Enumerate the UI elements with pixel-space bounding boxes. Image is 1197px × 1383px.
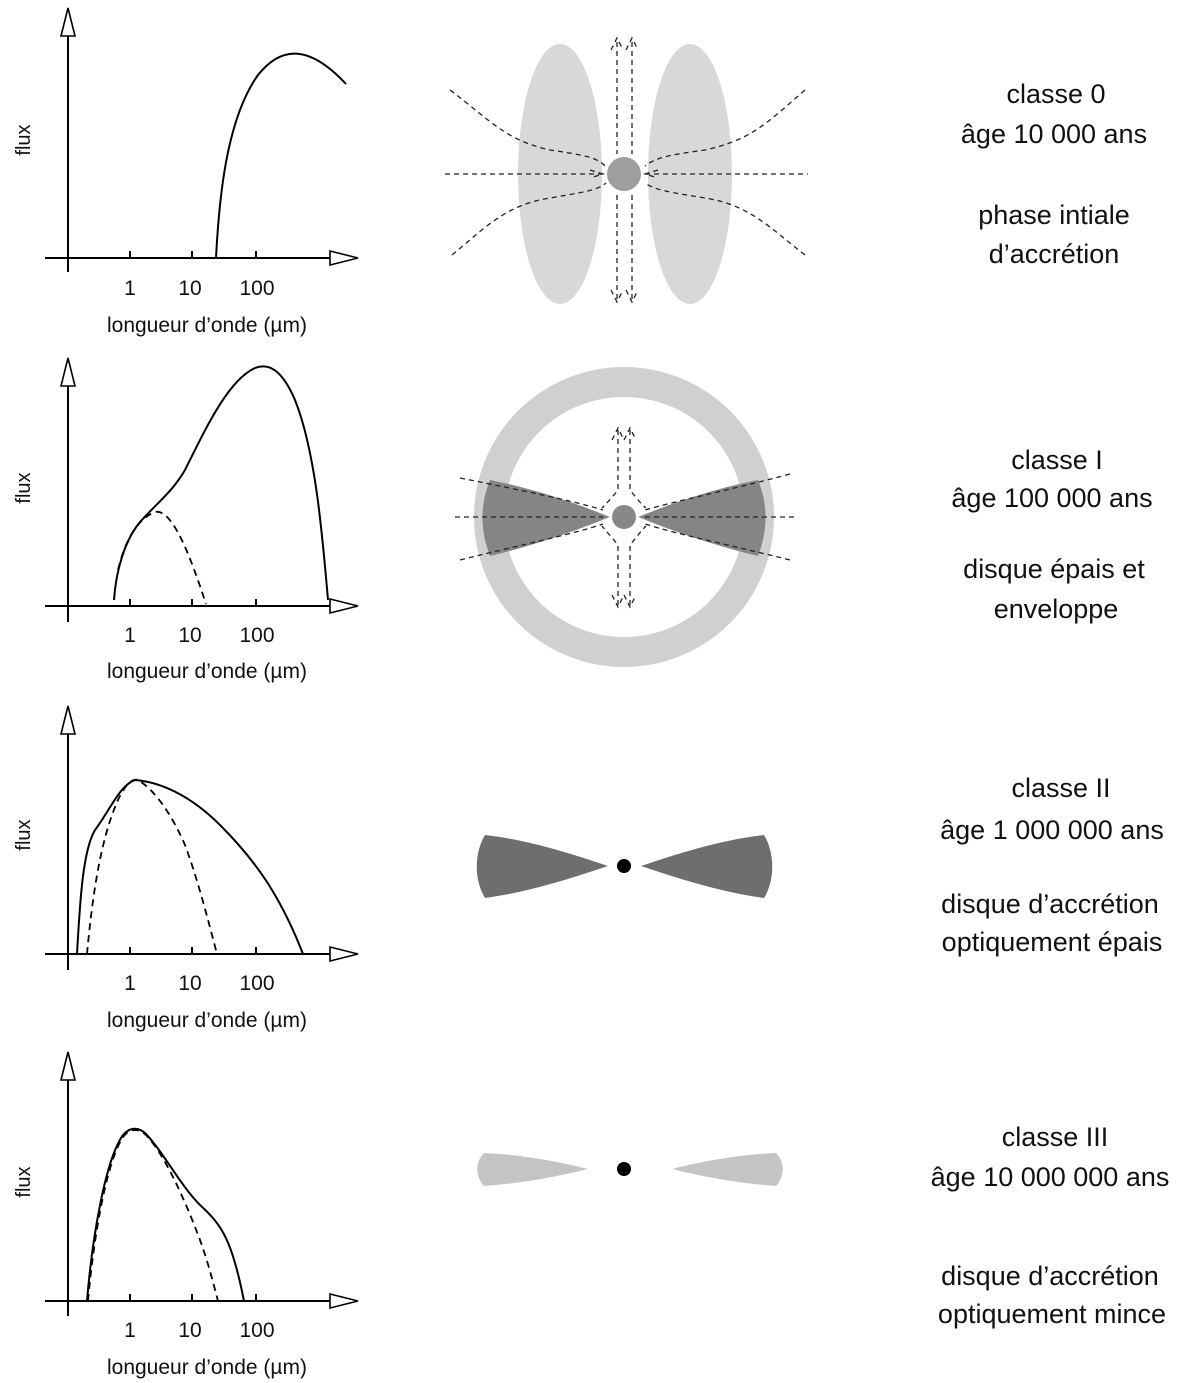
- y-axis-arrow: [59, 705, 77, 735]
- tick-label-1: 1: [124, 277, 136, 300]
- panel-class-I: 1 10 100 longueur d’onde (µm) flux: [13, 357, 1153, 683]
- sed-plot-class-0: 1 10 100 longueur d’onde (µm) flux: [13, 7, 359, 337]
- description-class-II: classe II âge 1 000 000 ans disque d’acc…: [940, 773, 1164, 957]
- phase-line-2: enveloppe: [994, 594, 1119, 624]
- illustration-class-I: [455, 367, 795, 667]
- disk-left: [482, 480, 610, 556]
- envelope-lobe-left: [518, 44, 602, 304]
- x-axis-label: longueur d’onde (µm): [107, 314, 307, 337]
- age-label: âge 10 000 ans: [961, 119, 1147, 149]
- tick-label-100: 100: [239, 624, 274, 647]
- illustration-class-III: [477, 1153, 783, 1186]
- description-class-I: classe I âge 100 000 ans disque épais et…: [951, 445, 1152, 624]
- illustration-class-II: [476, 835, 773, 898]
- flow-lines: [445, 36, 808, 304]
- phase-line-1: disque épais et: [963, 554, 1145, 584]
- star: [617, 859, 631, 873]
- tick-label-1: 1: [124, 972, 136, 995]
- sed-curve-total: [76, 778, 304, 955]
- disk-right: [672, 1153, 783, 1186]
- star: [617, 1162, 631, 1176]
- sed-plot-class-I: 1 10 100 longueur d’onde (µm) flux: [13, 357, 359, 683]
- y-axis-arrow: [59, 357, 77, 387]
- panel-class-0: 1 10 100 longueur d’onde (µm) flux: [13, 7, 1147, 337]
- age-label: âge 10 000 000 ans: [931, 1162, 1170, 1192]
- y-axis-arrow: [59, 7, 77, 37]
- y-axis-label: flux: [13, 1166, 35, 1197]
- class-label: classe 0: [1006, 79, 1105, 109]
- x-axis-label: longueur d’onde (µm): [107, 1356, 307, 1379]
- y-axis-arrow: [59, 1051, 77, 1081]
- protostar: [612, 505, 636, 529]
- disk-right: [638, 480, 766, 556]
- description-class-0: classe 0 âge 10 000 ans phase intiale d’…: [961, 79, 1147, 269]
- protostar: [607, 157, 641, 191]
- disk-left: [476, 835, 608, 898]
- illustration-class-0: [445, 36, 808, 304]
- description-class-III: classe III âge 10 000 000 ans disque d’a…: [931, 1122, 1170, 1329]
- disk-right: [641, 835, 773, 898]
- sed-curve-star: [117, 511, 207, 605]
- class-label: classe III: [1002, 1122, 1109, 1152]
- disk-left: [477, 1153, 588, 1186]
- phase-line-1: disque d’accrétion: [941, 889, 1159, 919]
- sed-curve: [215, 52, 347, 259]
- y-axis-label: flux: [13, 472, 35, 503]
- x-axis-label: longueur d’onde (µm): [107, 1009, 307, 1032]
- tick-label-1: 1: [124, 624, 136, 647]
- x-axis-arrow: [329, 249, 359, 267]
- sed-curve-total: [113, 365, 329, 601]
- age-label: âge 100 000 ans: [951, 483, 1152, 513]
- tick-label-10: 10: [178, 1319, 201, 1342]
- sed-curve-total: [86, 1127, 245, 1302]
- tick-label-100: 100: [239, 972, 274, 995]
- x-axis-arrow: [329, 1292, 359, 1310]
- x-axis-label: longueur d’onde (µm): [107, 660, 307, 683]
- panel-class-III: 1 10 100 longueur d’onde (µm) flux class…: [13, 1051, 1170, 1379]
- class-label: classe II: [1011, 773, 1110, 803]
- x-axis-arrow: [329, 945, 359, 963]
- y-axis-label: flux: [13, 819, 35, 850]
- class-label: classe I: [1011, 445, 1103, 475]
- tick-label-10: 10: [178, 624, 201, 647]
- phase-line-2: optiquement épais: [942, 927, 1163, 957]
- tick-label-10: 10: [178, 972, 201, 995]
- sed-plot-class-II: 1 10 100 longueur d’onde (µm) flux: [13, 705, 359, 1032]
- age-label: âge 1 000 000 ans: [940, 815, 1164, 845]
- tick-label-100: 100: [239, 1319, 274, 1342]
- phase-line-2: optiquement mince: [938, 1299, 1166, 1329]
- phase-line-1: phase intiale: [978, 200, 1130, 230]
- panel-class-II: 1 10 100 longueur d’onde (µm) flux class…: [13, 705, 1164, 1032]
- y-axis-label: flux: [13, 124, 35, 155]
- phase-line-2: d’accrétion: [989, 239, 1120, 269]
- flow-lines: [455, 426, 795, 609]
- tick-label-100: 100: [239, 277, 274, 300]
- x-axis-arrow: [329, 597, 359, 615]
- tick-label-10: 10: [178, 277, 201, 300]
- phase-line-1: disque d’accrétion: [941, 1261, 1159, 1291]
- tick-label-1: 1: [124, 1319, 136, 1342]
- sed-curve-star: [87, 1129, 219, 1302]
- sed-plot-class-III: 1 10 100 longueur d’onde (µm) flux: [13, 1051, 359, 1379]
